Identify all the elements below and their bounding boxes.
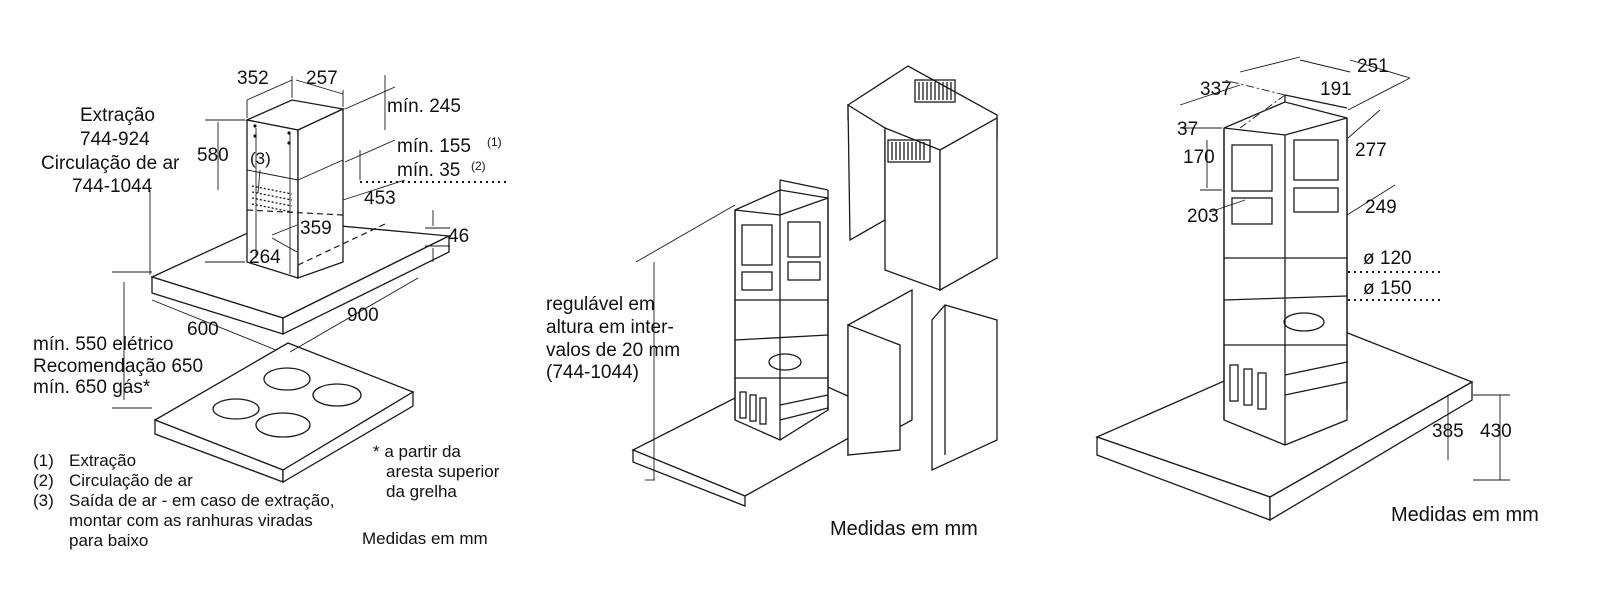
diagram-hood-dimensions: 352 257 580 mín. 245 mín. 155 (1) mín. 3…: [33, 68, 508, 550]
mode-extraction-range: 744-924: [80, 129, 150, 150]
burner: [312, 383, 362, 407]
dim-191: 191: [1320, 79, 1352, 100]
dim-249: 249: [1365, 197, 1397, 218]
units-label: Medidas em mm: [1391, 504, 1539, 526]
chimney-side: [297, 107, 344, 279]
dim-diameter-150: ø 150: [1363, 278, 1412, 299]
dim-264: 264: [249, 247, 281, 268]
dim-170: 170: [1183, 147, 1215, 168]
legend-number: (1): [33, 451, 54, 470]
diagram-frame-dimensions: 251 191 337 37 170 277 203 249 ø 120 ø 1…: [1095, 56, 1539, 526]
dim-337: 337: [1200, 79, 1232, 100]
clearance-gas: mín. 650 gás*: [33, 377, 151, 398]
legend: (1) Extração (2) Circulação de ar (3) Sa…: [33, 451, 335, 550]
legend-text: para baixo: [69, 531, 148, 550]
adjust-line: regulável em: [546, 294, 655, 315]
canopy-side: [282, 234, 450, 336]
legend-text: Extração: [69, 451, 136, 470]
dim-min-155: mín. 155: [397, 136, 471, 157]
dim-min-245: mín. 245: [387, 96, 461, 117]
dim-453: 453: [364, 188, 396, 209]
mode-circulation-label: Circulação de ar: [41, 153, 180, 174]
legend-text: montar com as ranhuras viradas: [69, 511, 313, 530]
cooktop-side: [282, 390, 414, 484]
dim-203: 203: [1187, 206, 1219, 227]
callout-3: (3): [250, 149, 271, 168]
adjustment-label: regulável em altura em inter- valos de 2…: [546, 294, 680, 383]
dim-251: 251: [1357, 56, 1389, 77]
air-outlet-slots: [251, 185, 293, 213]
canopy-front: [632, 449, 746, 507]
clearance-recommended: Recomendação 650: [33, 356, 203, 377]
canopy-side: [1269, 380, 1473, 522]
burner: [212, 398, 260, 420]
legend-number: (3): [33, 491, 54, 510]
legend-number: (2): [33, 471, 54, 490]
footnote-line: aresta superior: [386, 462, 500, 481]
dim-37: 37: [1177, 119, 1198, 140]
burner: [263, 367, 311, 391]
dim-580: 580: [197, 145, 229, 166]
footnote-line: da grelha: [386, 482, 457, 501]
legend-text: Circulação de ar: [69, 471, 193, 490]
upper-chimney-flap: [847, 103, 886, 242]
footnote: * a partir da aresta superior da grelha: [373, 442, 500, 501]
dim-600: 600: [187, 319, 219, 340]
footnote-line: * a partir da: [373, 442, 461, 461]
legend-text: Saída de ar - em caso de extração,: [69, 491, 335, 510]
vent-grille: [914, 79, 956, 103]
adjust-line: altura em inter-: [546, 317, 674, 338]
dim-277: 277: [1355, 140, 1387, 161]
adjust-line: valos de 20 mm: [546, 340, 680, 361]
mounting-frame: [1223, 94, 1348, 446]
mounting-frame: [734, 179, 829, 441]
dim-359: 359: [300, 218, 332, 239]
units-label: Medidas em mm: [830, 518, 978, 540]
mode-label: Extração 744-924 Circulação de ar 744-10…: [41, 105, 180, 197]
dim-46: 46: [448, 226, 469, 247]
mode-circulation-range: 744-1044: [72, 176, 153, 197]
footnote-ref-2: (2): [471, 159, 486, 173]
lower-chimney-sheet: [847, 324, 901, 456]
footnote-ref-1: (1): [487, 135, 502, 149]
dim-diameter-120: ø 120: [1363, 248, 1412, 269]
units-label: Medidas em mm: [362, 529, 488, 548]
burner: [255, 412, 311, 438]
clearance-label: mín. 550 elétrico Recomendação 650 mín. …: [33, 334, 203, 398]
diagram-chimney-assembly: regulável em altura em inter- valos de 2…: [546, 65, 998, 540]
upper-chimney-side: [939, 116, 998, 292]
mode-extraction-label: Extração: [80, 105, 155, 126]
clearance-electric: mín. 550 elétrico: [33, 334, 173, 355]
dim-430: 430: [1480, 421, 1512, 442]
vent-grille: [887, 139, 931, 163]
dim-385: 385: [1432, 421, 1464, 442]
dim-min-35: mín. 35: [397, 160, 460, 181]
adjust-line: (744-1044): [546, 362, 639, 383]
dim-257: 257: [306, 68, 338, 89]
lower-chimney-sheet: [931, 304, 998, 472]
dim-352: 352: [237, 68, 269, 89]
dim-900: 900: [347, 305, 379, 326]
